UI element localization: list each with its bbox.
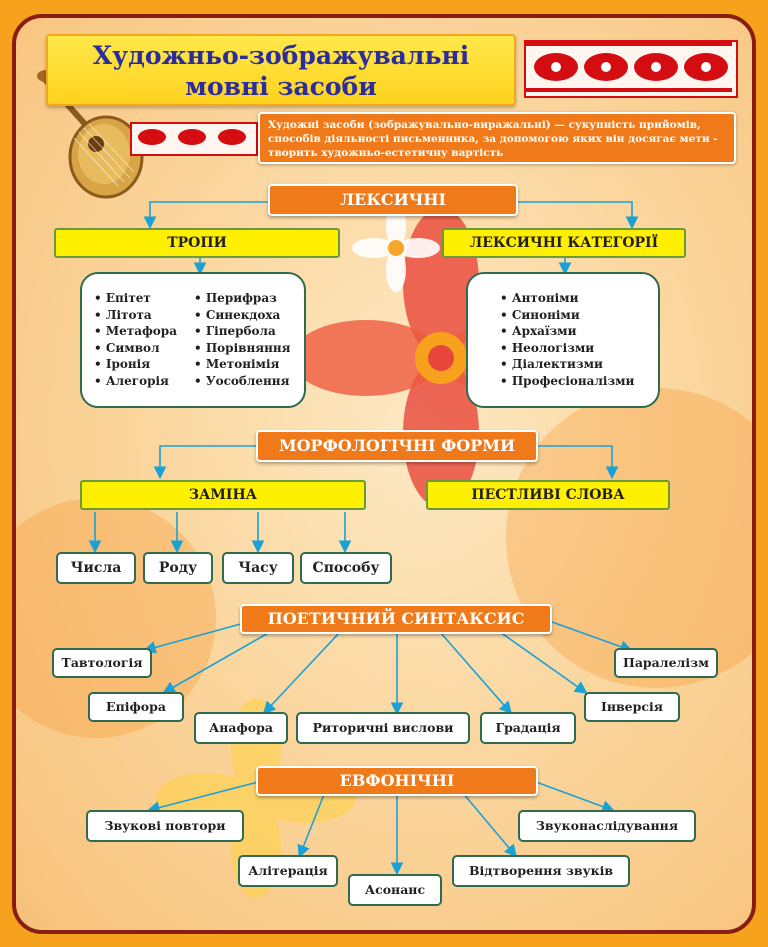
categories-column: • Антоніми • Синоніми • Архаїзми • Неоло… bbox=[500, 290, 634, 390]
syntax-tautology: Тавтологія bbox=[52, 648, 152, 678]
replacement-title: ЗАМІНА bbox=[80, 480, 366, 510]
tropes-column-2: • Перифраз • Синекдоха • Гіпербола • Пор… bbox=[194, 290, 291, 390]
list-item: • Синекдоха bbox=[194, 307, 281, 322]
tropes-column-1: • Епітет • Літота • Метафора • Символ • … bbox=[94, 290, 177, 390]
tropes-list: • Епітет • Літота • Метафора • Символ • … bbox=[80, 272, 306, 408]
syntax-anaphora: Анафора bbox=[194, 712, 288, 744]
definition-text: Художні засоби (зображувально-виражальні… bbox=[258, 112, 736, 164]
lexical-header: ЛЕКСИЧНІ bbox=[268, 184, 518, 216]
morph-item-tense: Часу bbox=[222, 552, 294, 584]
list-item: • Архаїзми bbox=[500, 324, 577, 339]
syntax-parallelism: Паралелізм bbox=[614, 648, 718, 678]
list-item: • Метонімія bbox=[194, 357, 280, 372]
list-item: • Літота bbox=[94, 307, 152, 322]
embroidery-ornament bbox=[524, 40, 738, 98]
list-item: • Гіпербола bbox=[194, 324, 276, 339]
tropes-title: ТРОПИ bbox=[54, 228, 340, 258]
diminutive-words-title: ПЕСТЛИВІ СЛОВА bbox=[426, 480, 670, 510]
list-item: • Метафора bbox=[94, 324, 177, 339]
list-item: • Алегорія bbox=[94, 373, 169, 388]
morph-header: МОРФОЛОГІЧНІ ФОРМИ bbox=[256, 430, 538, 462]
euphonic-alliteration: Алітерація bbox=[238, 855, 338, 887]
list-item: • Символ bbox=[94, 340, 160, 355]
list-item: • Уособлення bbox=[194, 373, 290, 388]
morph-item-mood: Способу bbox=[300, 552, 392, 584]
euphonic-onomatopoeia: Звуконаслідування bbox=[518, 810, 696, 842]
syntax-rhetorical: Риторичні вислови bbox=[296, 712, 470, 744]
list-item: • Неологізми bbox=[500, 340, 595, 355]
embroidery-ornament-small bbox=[130, 122, 258, 156]
title-line-2: мовні засоби bbox=[185, 72, 377, 101]
poster-title: Художньо-зображувальні мовні засоби bbox=[46, 34, 516, 106]
euphonic-reproduction: Відтворення звуків bbox=[452, 855, 630, 887]
title-line-1: Художньо-зображувальні bbox=[92, 41, 470, 70]
list-item: • Епітет bbox=[94, 291, 151, 305]
euphonic-assonance: Асонанс bbox=[348, 874, 442, 906]
list-item: • Синоніми bbox=[500, 307, 580, 322]
morph-item-number: Числа bbox=[56, 552, 136, 584]
list-item: • Професіоналізми bbox=[500, 373, 635, 388]
euphonic-header: ЕВФОНІЧНІ bbox=[256, 766, 538, 796]
lexical-categories-list: • Антоніми • Синоніми • Архаїзми • Неоло… bbox=[466, 272, 660, 408]
syntax-epiphora: Епіфора bbox=[88, 692, 184, 722]
morph-item-gender: Роду bbox=[143, 552, 213, 584]
list-item: • Перифраз bbox=[194, 291, 277, 305]
euphonic-repeats: Звукові повтори bbox=[86, 810, 244, 842]
list-item: • Порівняння bbox=[194, 340, 291, 355]
list-item: • Іронія bbox=[94, 357, 151, 372]
syntax-inversion: Інверсія bbox=[584, 692, 680, 722]
lexical-categories-title: ЛЕКСИЧНІ КАТЕГОРІЇ bbox=[442, 228, 686, 258]
list-item: • Антоніми bbox=[500, 291, 579, 305]
syntax-header: ПОЕТИЧНИЙ СИНТАКСИС bbox=[240, 604, 552, 634]
syntax-gradation: Градація bbox=[480, 712, 576, 744]
list-item: • Діалектизми bbox=[500, 357, 603, 372]
